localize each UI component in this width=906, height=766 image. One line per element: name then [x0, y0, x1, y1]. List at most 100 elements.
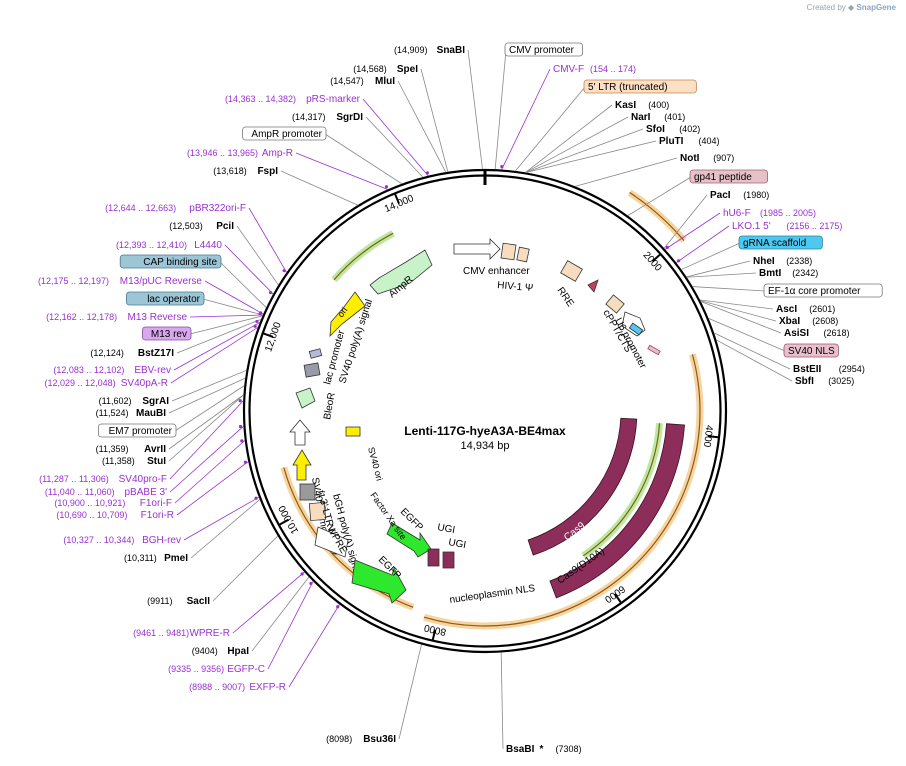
label-bsteii[interactable]: BstEII(2954) [793, 364, 865, 375]
label-stui[interactable]: StuI(11,358) [102, 456, 166, 467]
label-sacii[interactable]: SacII(9911) [147, 596, 210, 607]
label-bgh-rev[interactable]: BGH-rev(10,327 .. 10,344) [63, 535, 181, 546]
label-ef-1-core-promoter[interactable]: EF-1α core promoter [763, 283, 883, 298]
label-grna-scaffold-name: gRNA scaffold [743, 238, 806, 249]
label-bsu36i[interactable]: Bsu36I(8098) [326, 734, 396, 745]
label-ebv-rev[interactable]: EBV-rev(12,083 .. 12,102) [53, 365, 171, 376]
label-gp41-peptide[interactable]: gp41 peptide [689, 169, 768, 184]
label-xbai[interactable]: XbaI(2608) [779, 316, 838, 327]
label-sbfi[interactable]: SbfI(3025) [795, 376, 854, 387]
label-amp-r[interactable]: Amp-R(13,946 .. 13,965) [187, 148, 293, 159]
label-bstz17i[interactable]: BstZ17I(12,124) [90, 348, 174, 359]
label-pbabe-3[interactable]: pBABE 3'(11,040 .. 11,060) [45, 487, 167, 498]
label-ebv-rev-primer-mark [255, 319, 259, 324]
label-bsabi-star: * [540, 744, 544, 755]
label-sgrdi[interactable]: SgrDI(14,317) [292, 112, 363, 123]
ugi-block-2 [442, 551, 455, 569]
label-pbabe-3-primer-mark [238, 424, 243, 429]
label-spei[interactable]: SpeI(14,568) [353, 64, 418, 75]
label-ampr-promoter[interactable]: AmpR promoter [242, 126, 327, 141]
label-snabi[interactable]: SnaBI(14,909) [394, 45, 465, 56]
label-kasi[interactable]: KasI(400) [615, 100, 669, 111]
label-f1ori-f[interactable]: F1ori-F(10,900 .. 10,921) [54, 498, 172, 509]
hiv-psi-block [500, 242, 517, 261]
label-pluti[interactable]: PluTI(404) [659, 136, 720, 147]
label-sgrdi-position: (14,317) [292, 112, 326, 122]
label-m13-puc-reverse-leader [204, 280, 264, 315]
label-grna-scaffold[interactable]: gRNA scaffold [738, 235, 823, 250]
label-fspi[interactable]: FspI(13,618) [213, 166, 278, 177]
label-m13-rev[interactable]: M13 rev [141, 326, 192, 341]
label-paci[interactable]: PacI(1980) [710, 190, 769, 201]
label-lko-1-5[interactable]: LKO.1 5'(2156 .. 2175) [732, 221, 842, 232]
label-paci-position: (1980) [743, 190, 769, 200]
label-em7-promoter[interactable]: EM7 promoter [98, 423, 177, 438]
snapgene-logo-icon: ◆ [848, 3, 855, 12]
label-sv40pro-f[interactable]: SV40pro-F(11,287 .. 11,306) [39, 474, 167, 485]
label-avrii[interactable]: AvrII(11,359) [96, 444, 167, 455]
snapgene-credit: Created by ◆ SnapGene [807, 3, 896, 12]
label-hu6-f[interactable]: hU6-F(1985 .. 2005) [723, 208, 816, 219]
label-mlui[interactable]: MluI(14,547) [330, 76, 395, 87]
label-f1ori-r[interactable]: F1ori-R(10,690 .. 10,709) [56, 510, 174, 521]
label-cmv-f-position: (154 .. 174) [590, 64, 636, 74]
label-noti[interactable]: NotI(907) [680, 153, 734, 164]
label-l4440-position: (12,393 .. 12,410) [116, 240, 187, 250]
label-bmti-leader [686, 272, 757, 278]
label-sv40pro-f-position: (11,287 .. 11,306) [39, 474, 109, 484]
label-sgrai[interactable]: SgrAI(11,602) [99, 396, 170, 407]
label-pbr322ori-f[interactable]: pBR322ori-F(12,644 .. 12,663) [105, 203, 246, 214]
label-bsteii-position: (2954) [839, 364, 865, 374]
label-l4440[interactable]: L4440(12,393 .. 12,410) [116, 240, 222, 251]
label-maubi[interactable]: MauBI(11,524) [96, 408, 167, 419]
label-bsabi[interactable]: BsaBI*(7308) [506, 744, 582, 755]
label-pcii[interactable]: PciI(12,503) [169, 221, 234, 232]
label-pmei[interactable]: PmeI(10,311) [124, 553, 188, 564]
label-cap-binding-site-leader [219, 261, 267, 308]
leader-lines [168, 49, 793, 750]
plasmid-name: Lenti-117G-hyeA3A-BE4max [404, 424, 566, 438]
label-gp41-peptide-box [689, 169, 768, 184]
label-avrii-position: (11,359) [96, 444, 129, 454]
label-lac-operator[interactable]: lac operator [126, 291, 205, 306]
label-ebv-rev-name: EBV-rev [134, 365, 171, 376]
label-sgrai-leader [171, 369, 247, 402]
label-prs-marker[interactable]: pRS-marker(14,363 .. 14,382) [225, 94, 361, 105]
label-hpai[interactable]: HpaI(9404) [192, 646, 249, 657]
label-bmti[interactable]: BmtI(2342) [759, 268, 818, 279]
label-egfp-c[interactable]: EGFP-C(9335 .. 9356) [168, 664, 265, 675]
label-wpre-r[interactable]: WPRE-R(9461 .. 9481) [133, 628, 230, 639]
label-maubi-name: MauBI [136, 408, 166, 419]
scale-tick [707, 435, 719, 439]
sv40-nls-block [647, 344, 661, 356]
label-sv40-nls[interactable]: SV40 NLS [783, 343, 839, 358]
label-cmv-promoter[interactable]: CMV promoter [504, 42, 583, 57]
egfp-green-arc-core [582, 423, 661, 557]
label-sfoi-position: (402) [679, 124, 700, 134]
label-cap-binding-site-box [119, 254, 222, 269]
label-exfp-r[interactable]: EXFP-R(8988 .. 9007) [189, 682, 286, 693]
label-egfp-c-name: EGFP-C [227, 664, 265, 675]
label-ampr-promoter-box [242, 126, 327, 141]
label-pbr322ori-f-primer-mark [282, 269, 286, 273]
label-nhei[interactable]: NheI(2338) [753, 256, 812, 267]
label-grna-scaffold-leader [681, 242, 741, 270]
label-avrii-leader [168, 394, 244, 450]
label-mlui-position: (14,547) [330, 76, 364, 86]
label-cmv-promoter-name: CMV promoter [509, 45, 575, 56]
sv40-ori-block [345, 426, 361, 437]
label-em7-promoter-leader [174, 385, 245, 432]
label-spei-leader [420, 68, 449, 172]
label-cap-binding-site[interactable]: CAP binding site [119, 254, 222, 269]
label-asci[interactable]: AscI(2601) [776, 304, 835, 315]
label-sfoi[interactable]: SfoI(402) [646, 124, 700, 135]
label-nari[interactable]: NarI(401) [631, 112, 685, 123]
label-m13-puc-reverse[interactable]: M13/pUC Reverse(12,175 .. 12,197) [38, 276, 202, 287]
nucleoplasmin-nls-label: nucleoplasmin NLS [449, 583, 536, 606]
label-5-ltr-truncated[interactable]: 5' LTR (truncated) [583, 79, 697, 94]
label-sv40pa-r[interactable]: SV40pA-R(12,029 .. 12,048) [45, 378, 168, 389]
label-m13-reverse[interactable]: M13 Reverse(12,162 .. 12,178) [46, 312, 187, 323]
label-amp-r-position: (13,946 .. 13,965) [187, 148, 258, 158]
label-asisi[interactable]: AsiSI(2618) [784, 328, 850, 339]
label-cmv-f[interactable]: CMV-F(154 .. 174) [553, 64, 636, 75]
